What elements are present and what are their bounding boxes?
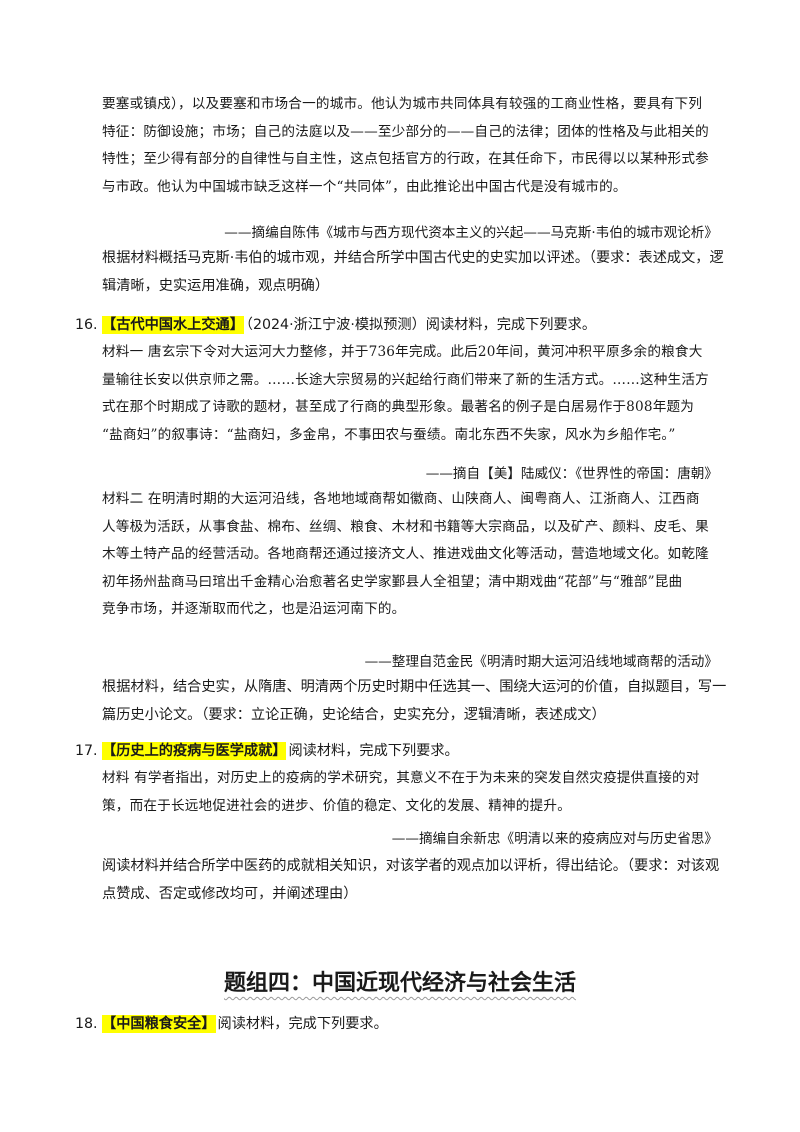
q16-material-1: 材料一 唐玄宗下令对大运河大力整修，并于736年完成。此后20年间，黄河冲积平原… [102,339,722,449]
text-line: 量输往长安以供京师之需。……长途大宗贸易的兴起给行商们带来了新的生活方式。……这… [102,371,709,388]
question-number: 17. [75,743,98,759]
text-line: 初年扬州盐商马曰琯出千金精心治愈著名史学家鄞县人全祖望；清中期戏曲“花部”与“雅… [102,573,683,590]
text-line: 根据材料，结合史实，从隋唐、明清两个历史时期中任选其一、围绕大运河的价值，自拟题… [102,679,727,695]
text-line: 特征：防御设施；市场；自己的法庭以及——至少部分的——自己的法律；团体的性格及与… [102,123,709,140]
text-line: 辑清晰，史实运用准确，观点明确） [102,278,330,294]
q15-source: ——摘编自陈伟《城市与西方现代资本主义的兴起——马克斯·韦伯的城市观论析》 [224,225,718,241]
text-line: 策，而在于长远地促进社会的进步、价值的稳定、文化的发展、精神的提升。 [102,797,571,814]
text-line: 材料二 在明清时期的大运河沿线，各地地域商帮如徽商、山陕商人、闽粤商人、江浙商人… [102,491,700,507]
text-line: 根据材料概括马克斯·韦伯的城市观，并结合所学中国古代史的史实加以评述。（要求：表… [102,250,724,266]
q17-header: 17.【历史上的疫病与医学成就】阅读材料，完成下列要求。 [75,740,459,760]
text-line: 式在那个时期成了诗歌的题材，甚至成了行商的典型形象。最著名的例子是白居易作于80… [102,399,695,416]
question-number: 18. [75,1016,98,1032]
q15-material-text: 要塞或镇戍），以及要塞和市场合一的城市。他认为城市共同体具有较强的工商业性格，要… [102,91,722,201]
q16-requirement: 根据材料，结合史实，从隋唐、明清两个历史时期中任选其一、围绕大运河的价值，自拟题… [102,673,727,729]
q17-requirement: 阅读材料并结合所学中医药的成就相关知识，对该学者的观点加以评析，得出结论。（要求… [102,852,722,908]
q17-material: 材料 有学者指出，对历史上的疫病的学术研究，其意义不在于为未来的突发自然灾疫提供… [102,765,722,820]
text-line: 特性；至少得有部分的自律性与自主性，这点包括官方的行政，在其任命下，市民得以以某… [102,151,709,168]
text-line: 与市政。他认为中国城市缺乏这样一个“共同体”，由此推论出中国古代是没有城市的。 [102,178,627,195]
q17-source: ——摘编自余新忠《明清以来的疫病应对与历史省思》 [391,831,718,847]
q16-material-2: 材料二 在明清时期的大运河沿线，各地地域商帮如徽商、山陕商人、闽粤商人、江浙商人… [102,486,722,624]
topic-tag: 【历史上的疫病与医学成就】 [102,742,287,760]
question-prompt: 阅读材料，完成下列要求。 [288,743,459,759]
text-line: 阅读材料并结合所学中医药的成就相关知识，对该学者的观点加以评析，得出结论。（要求… [102,858,720,874]
q15-requirement: 根据材料概括马克斯·韦伯的城市观，并结合所学中国古代史的史实加以评述。（要求：表… [102,244,724,300]
question-prompt: （2024·浙江宁波·模拟预测）阅读材料，完成下列要求。 [245,317,597,333]
text-line: 竞争市场，并逐渐取而代之，也是沿运河南下的。 [102,601,406,618]
text-line: 要塞或镇戍），以及要塞和市场合一的城市。他认为城市共同体具有较强的工商业性格，要… [102,96,703,112]
text-line: “盐商妇”的叙事诗：“盐商妇，多金帛，不事田农与蚕绩。南北东西不失家，风水为乡船… [102,426,676,443]
q16-source-1: ——摘自【美】陆威仪：《世界性的帝国：唐朝》 [425,466,718,482]
topic-tag: 【古代中国水上交通】 [102,316,244,334]
question-number: 16. [75,317,98,333]
section-title: 题组四：中国近现代经济与社会生活 [223,971,576,996]
question-prompt: 阅读材料，完成下列要求。 [217,1016,388,1032]
text-line: 点赞成、否定或修改均可，并阐述理由） [102,886,358,902]
text-line: 材料一 唐玄宗下令对大运河大力整修，并于736年完成。此后20年间，黄河冲积平原… [102,344,703,360]
text-line: 木等土特产品的经营活动。各地商帮还通过接济文人、推进戏曲文化等活动，营造地域文化… [102,546,709,563]
text-line: 篇历史小论文。（要求：立论正确，史论结合，史实充分，逻辑清晰，表述成文） [102,707,606,723]
q16-header: 16.【古代中国水上交通】（2024·浙江宁波·模拟预测）阅读材料，完成下列要求… [75,314,596,334]
text-line: 人等极为活跃，从事食盐、棉布、丝绸、粮食、木材和书籍等大宗商品，以及矿产、颜料、… [102,518,709,535]
q18-header: 18.【中国粮食安全】阅读材料，完成下列要求。 [75,1013,388,1033]
topic-tag: 【中国粮食安全】 [102,1015,216,1033]
q16-source-2: ——整理自范金民《明清时期大运河沿线地域商帮的活动》 [364,654,718,670]
text-line: 材料 有学者指出，对历史上的疫病的学术研究，其意义不在于为未来的突发自然灾疫提供… [102,770,700,786]
